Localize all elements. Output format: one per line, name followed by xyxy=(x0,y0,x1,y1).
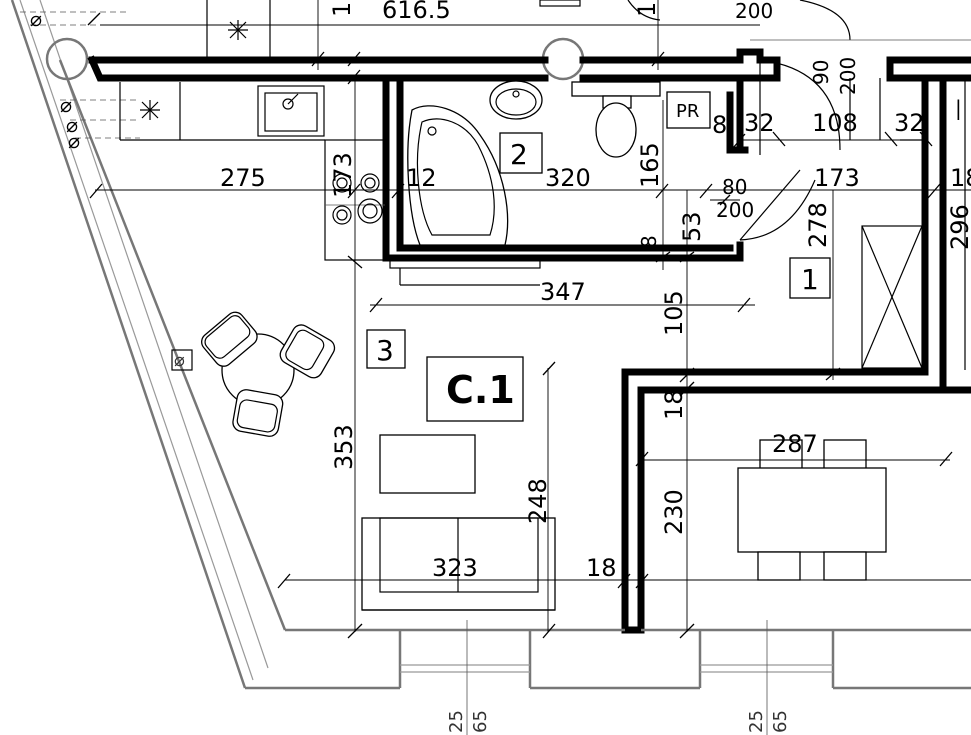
dim-bottom-65b: 65 xyxy=(770,710,791,733)
sofa xyxy=(361,517,556,611)
dim-173-kitchen: 173 xyxy=(329,152,357,198)
window-walls xyxy=(398,620,971,735)
dimension-ticks xyxy=(87,12,953,639)
dim-53: 53 xyxy=(678,211,706,242)
pr-label: PR xyxy=(676,101,699,122)
dim-278: 278 xyxy=(804,202,832,248)
dim-296: 296 xyxy=(946,204,971,250)
apartment-label-box xyxy=(426,356,524,422)
bathroom-door xyxy=(739,169,816,241)
room-1-number: 1 xyxy=(801,263,819,296)
dim-165: 165 xyxy=(636,142,664,188)
dim-287: 287 xyxy=(772,430,818,458)
dim-275: 275 xyxy=(220,164,266,192)
dim-353: 353 xyxy=(330,424,358,470)
dim-32-right: 32 xyxy=(894,109,925,137)
dim-108: 108 xyxy=(812,109,858,137)
svg-text:⌀: ⌀ xyxy=(66,113,78,137)
dim-12b: 12 xyxy=(633,0,661,17)
dim-8-pr: 8 xyxy=(712,111,727,139)
dim-80: 80 xyxy=(722,175,747,199)
upper-lines xyxy=(100,0,971,60)
svg-text:⌀: ⌀ xyxy=(174,350,185,371)
room-3-number: 3 xyxy=(376,334,394,367)
dining-round-table xyxy=(201,311,336,437)
dim-105: 105 xyxy=(660,290,688,336)
dim-347: 347 xyxy=(540,278,586,306)
room-1-box xyxy=(789,257,831,299)
dim-320: 320 xyxy=(545,164,591,192)
dim-323: 323 xyxy=(432,554,478,582)
room-2-box xyxy=(499,132,543,174)
dim-18-low: 18 xyxy=(586,554,617,582)
dimension-lines xyxy=(95,0,971,632)
dim-bottom-25b: 25 xyxy=(746,710,767,733)
dim-bottom-65a: 65 xyxy=(470,710,491,733)
socket xyxy=(171,349,193,371)
svg-text:⌀: ⌀ xyxy=(60,93,72,117)
washbasin xyxy=(489,80,543,120)
column-mid xyxy=(541,37,585,81)
bathtub xyxy=(407,105,509,246)
entrance-door xyxy=(759,59,841,155)
dim-32-left: 32 xyxy=(744,109,775,137)
dim-12a: 12 xyxy=(328,0,356,17)
walls xyxy=(87,48,971,634)
toilet xyxy=(571,81,661,158)
dim-18-mid: 18 xyxy=(660,389,688,420)
svg-text:⌀: ⌀ xyxy=(30,7,42,31)
pr-box xyxy=(666,91,711,129)
dim-616: 616.5 xyxy=(382,0,451,24)
dim-top-200: 200 xyxy=(735,0,773,23)
room-3-box xyxy=(366,329,406,369)
railing-lines: ⌀ ⌀ ⌀ ⌀ xyxy=(20,7,248,153)
terrace-edge xyxy=(10,0,400,690)
dim-200-vert: 200 xyxy=(836,57,860,95)
apartment-label: C.1 xyxy=(446,368,515,412)
svg-text:|: | xyxy=(955,96,962,120)
dim-248: 248 xyxy=(524,478,552,524)
cooktop xyxy=(332,173,383,225)
column-left xyxy=(45,37,89,81)
radiator xyxy=(389,259,541,269)
dining-table-rect xyxy=(737,439,887,581)
dim-18-right: 18 xyxy=(950,164,971,192)
dim-12-bath: 12 xyxy=(406,164,437,192)
room-2-number: 2 xyxy=(510,138,528,171)
svg-text:⌀: ⌀ xyxy=(68,129,80,153)
coffee-table xyxy=(379,434,476,494)
kitchen-sink xyxy=(257,85,325,137)
dim-230: 230 xyxy=(660,489,688,535)
dim-bottom-25a: 25 xyxy=(446,710,467,733)
dim-90: 90 xyxy=(809,60,833,85)
dim-173-hall: 173 xyxy=(814,164,860,192)
dim-8-low: 8 xyxy=(637,235,661,248)
wardrobe xyxy=(861,225,923,369)
dim-200-door: 200 xyxy=(716,198,754,222)
